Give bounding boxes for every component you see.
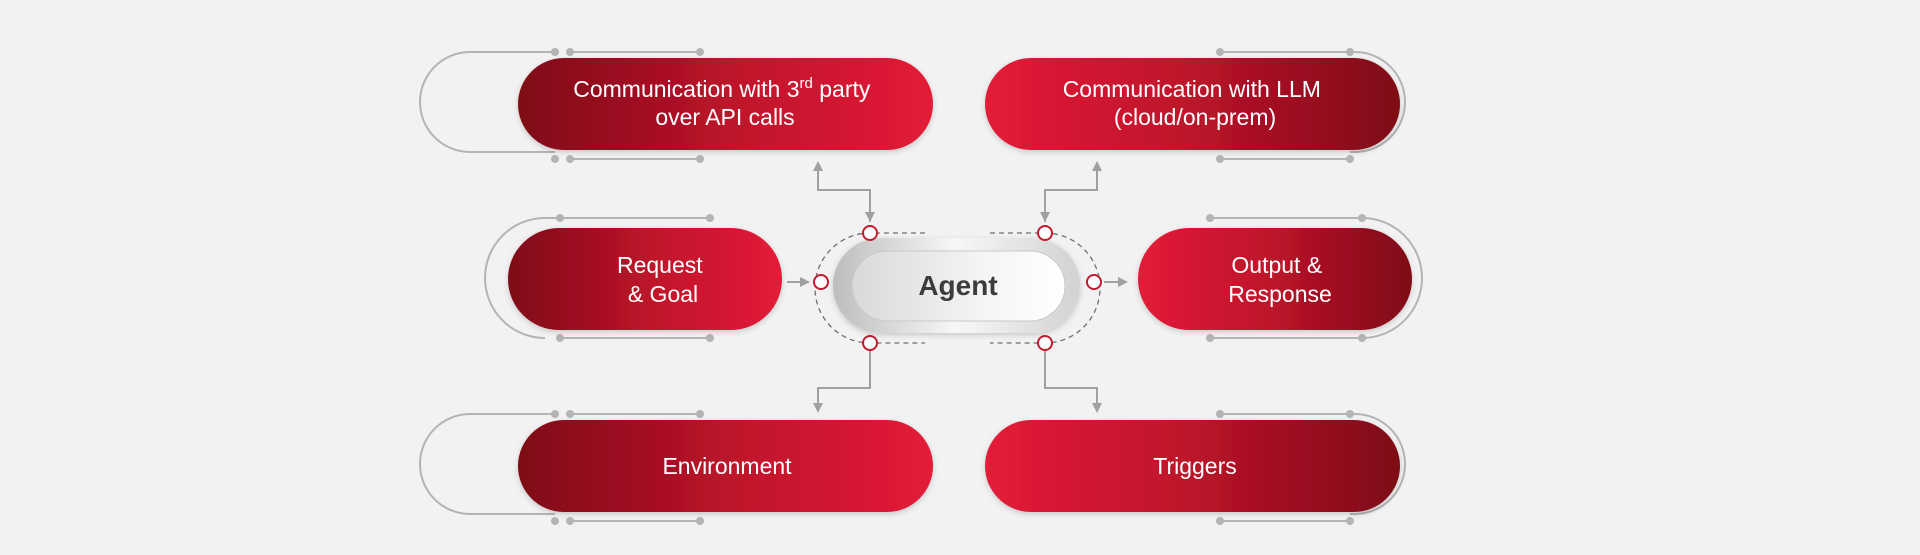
- connector-triggers: [1044, 343, 1102, 413]
- port-right: [1086, 274, 1102, 290]
- node-llm: Communication with LLM (cloud/on-prem): [985, 58, 1400, 150]
- svg-text:Communication with 3rd party: Communication with 3rd party over API ca…: [573, 75, 877, 130]
- connector-llm: [1044, 161, 1102, 222]
- agent-node: Agent: [833, 238, 1080, 333]
- agent-halo: [814, 232, 1101, 344]
- port-bottom-left: [862, 335, 878, 351]
- node-llm-line2: (cloud/on-prem): [1114, 104, 1276, 130]
- node-request-line1: Request: [617, 252, 703, 278]
- port-left: [813, 274, 829, 290]
- svg-text:Request & Goal: Request & Goal: [617, 252, 709, 307]
- svg-text:Communication with LLM (: Communication with LLM (cloud/on-prem): [1063, 76, 1328, 130]
- connector-ports: [813, 225, 1102, 351]
- node-third-party-api: Communication with 3rd party over API ca…: [518, 58, 933, 150]
- node-third-party-line2: over API calls: [655, 104, 794, 130]
- port-top-right: [1037, 225, 1053, 241]
- port-top-left: [862, 225, 878, 241]
- port-bottom-right: [1037, 335, 1053, 351]
- node-output-line1: Output &: [1231, 252, 1322, 278]
- node-triggers: Triggers: [985, 420, 1400, 512]
- node-environment: Environment: [518, 420, 933, 512]
- node-third-party-line1: Communication with 3rd party: [573, 75, 871, 102]
- svg-text:Output & Response: Output & Response: [1228, 252, 1332, 307]
- decorative-outlines: [419, 48, 1423, 525]
- connectors: [787, 161, 1128, 413]
- node-request-goal: Request & Goal: [508, 228, 782, 330]
- connector-environment: [813, 343, 871, 413]
- connector-third-party: [813, 161, 871, 222]
- node-request-line2: & Goal: [628, 281, 698, 307]
- node-output-line2: Response: [1228, 281, 1332, 307]
- node-output-response: Output & Response: [1138, 228, 1412, 330]
- node-triggers-label: Triggers: [1153, 453, 1237, 479]
- node-llm-line1: Communication with LLM: [1063, 76, 1321, 102]
- node-environment-label: Environment: [662, 453, 792, 479]
- agent-label: Agent: [918, 270, 997, 301]
